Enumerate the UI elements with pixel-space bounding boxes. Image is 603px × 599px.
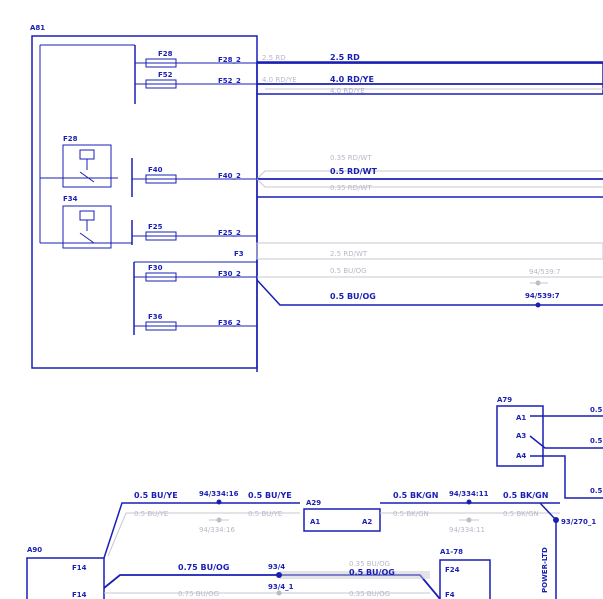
relay-1-label: F28 xyxy=(63,135,78,143)
svg-text:A1: A1 xyxy=(516,414,526,422)
fuse-f25: F25 xyxy=(132,223,257,241)
svg-text:F28_2: F28_2 xyxy=(218,56,241,64)
svg-text:0.35 BU/OG: 0.35 BU/OG xyxy=(349,560,390,568)
wire-bundle-middle: 0.35 RD/WT 0.5 RD/WT 0.35 RD/WT xyxy=(256,154,603,198)
splice-label-1: 94/539:7 xyxy=(529,268,560,276)
module-a90-label: A90 xyxy=(27,546,42,554)
splice-dot-3 xyxy=(553,517,559,523)
svg-text:F14: F14 xyxy=(72,591,87,599)
svg-text:0.5: 0.5 xyxy=(590,437,603,445)
splice-label-2: 94/539:7 xyxy=(525,292,560,300)
fuse-f28: F28 xyxy=(135,50,257,68)
wire-label-b: 2.5 RD xyxy=(330,53,360,62)
svg-text:F25: F25 xyxy=(148,223,163,231)
svg-text:0.5 BU/OG: 0.5 BU/OG xyxy=(349,568,395,577)
svg-text:F36: F36 xyxy=(148,313,163,321)
svg-text:F40_2: F40_2 xyxy=(218,172,241,180)
internal-rails xyxy=(39,44,257,335)
wire-label-e: 4.0 RD/YE xyxy=(330,87,365,95)
fuse-f30: F30 xyxy=(134,264,257,282)
svg-text:A4: A4 xyxy=(516,452,526,460)
svg-text:0.5 BK/GN: 0.5 BK/GN xyxy=(393,491,438,500)
svg-text:A2: A2 xyxy=(362,518,372,526)
svg-text:F52_2: F52_2 xyxy=(218,77,241,85)
svg-text:94/334:16: 94/334:16 xyxy=(199,490,239,498)
svg-text:0.5 BK/GN: 0.5 BK/GN xyxy=(503,491,548,500)
svg-text:F4: F4 xyxy=(445,591,455,599)
svg-text:94/334:16: 94/334:16 xyxy=(199,526,235,534)
svg-text:A3: A3 xyxy=(516,432,526,440)
module-a90: A90 F14 F14 xyxy=(26,546,105,599)
relay-1: F28 xyxy=(62,135,112,188)
module-a29-box xyxy=(303,508,381,532)
svg-text:0.5 BU/YE: 0.5 BU/YE xyxy=(134,510,168,518)
wire-label-g: 0.5 RD/WT xyxy=(330,167,378,176)
svg-text:F25_2: F25_2 xyxy=(218,229,241,237)
svg-text:F52: F52 xyxy=(158,71,173,79)
wire-bundle-lower: 2.5 RD/WT 0.5 BU/OG 94/539:7 0.5 BU/OG 9… xyxy=(256,242,603,308)
svg-text:94/334:11: 94/334:11 xyxy=(449,490,489,498)
wire-label-d: 4.0 RD/YE xyxy=(330,75,374,84)
fuse-f40: F40 xyxy=(132,166,257,184)
svg-text:0.5 BU/YE: 0.5 BU/YE xyxy=(134,491,178,500)
svg-text:94/334:11: 94/334:11 xyxy=(449,526,485,534)
svg-text:0.5 BU/YE: 0.5 BU/YE xyxy=(248,510,282,518)
lower-wires: 0.5 BU/YE 0.5 BU/YE 94/334:16 94/334:16 … xyxy=(103,490,596,599)
svg-text:F28: F28 xyxy=(158,50,173,58)
module-a79-label: A79 xyxy=(497,396,512,404)
wire-label-f: 0.35 RD/WT xyxy=(330,154,372,162)
relay-2: F34 xyxy=(62,195,112,249)
svg-text:0.5: 0.5 xyxy=(590,406,603,414)
svg-text:0.5 BK/GN: 0.5 BK/GN xyxy=(393,510,429,518)
svg-text:F30_2: F30_2 xyxy=(218,270,241,278)
svg-text:F36_2: F36_2 xyxy=(218,319,241,327)
splice-dot-2 xyxy=(535,302,541,308)
wire-label-h: 0.35 RD/WT xyxy=(330,184,372,192)
svg-text:0.75 BU/OG: 0.75 BU/OG xyxy=(178,563,229,572)
svg-text:F14: F14 xyxy=(72,564,87,572)
fuse-f52: F52 xyxy=(135,71,257,89)
svg-text:0.5 BU/YE: 0.5 BU/YE xyxy=(248,491,292,500)
svg-text:F24: F24 xyxy=(445,566,460,574)
module-a79: A79 A1 A3 A4 0.5 0.5 0.5 xyxy=(496,396,603,499)
svg-text:0.5 BK/GN: 0.5 BK/GN xyxy=(503,510,539,518)
module-a29-label: A29 xyxy=(306,499,321,507)
module-a178-label: A1-78 xyxy=(440,548,463,556)
vertical-label: POWER-LTD xyxy=(541,547,549,593)
wire-label-i: 2.5 RD/WT xyxy=(330,250,368,258)
svg-text:93/4: 93/4 xyxy=(268,563,285,571)
svg-text:A1: A1 xyxy=(310,518,320,526)
wire-label-k: 0.5 BU/OG xyxy=(330,292,376,301)
wire-label-a: 2.5 RD xyxy=(262,54,286,62)
svg-text:F30: F30 xyxy=(148,264,163,272)
svg-text:F3: F3 xyxy=(234,250,244,258)
relay-2-label: F34 xyxy=(63,195,78,203)
svg-text:0.5: 0.5 xyxy=(590,487,603,495)
svg-text:93/4_1: 93/4_1 xyxy=(268,583,294,591)
wire-label-c: 4.0 RD/YE xyxy=(262,76,297,84)
fuse-f36: F36 xyxy=(134,313,257,331)
pin-labels: F28_2 F52_2 F40_2 F25_2 F3 F30_2 F36_2 xyxy=(218,56,244,327)
svg-text:0.35 BU/OG: 0.35 BU/OG xyxy=(349,590,390,598)
svg-text:93/270_1: 93/270_1 xyxy=(561,518,596,526)
wire-label-j: 0.5 BU/OG xyxy=(330,267,367,275)
svg-text:0.75 BU/OG: 0.75 BU/OG xyxy=(178,590,219,598)
svg-text:F40: F40 xyxy=(148,166,163,174)
wire-bundle-top: 2.5 RD 2.5 RD 4.0 RD/YE 4.0 RD/YE 4.0 RD… xyxy=(256,53,603,95)
module-a81-label: A81 xyxy=(30,24,45,32)
